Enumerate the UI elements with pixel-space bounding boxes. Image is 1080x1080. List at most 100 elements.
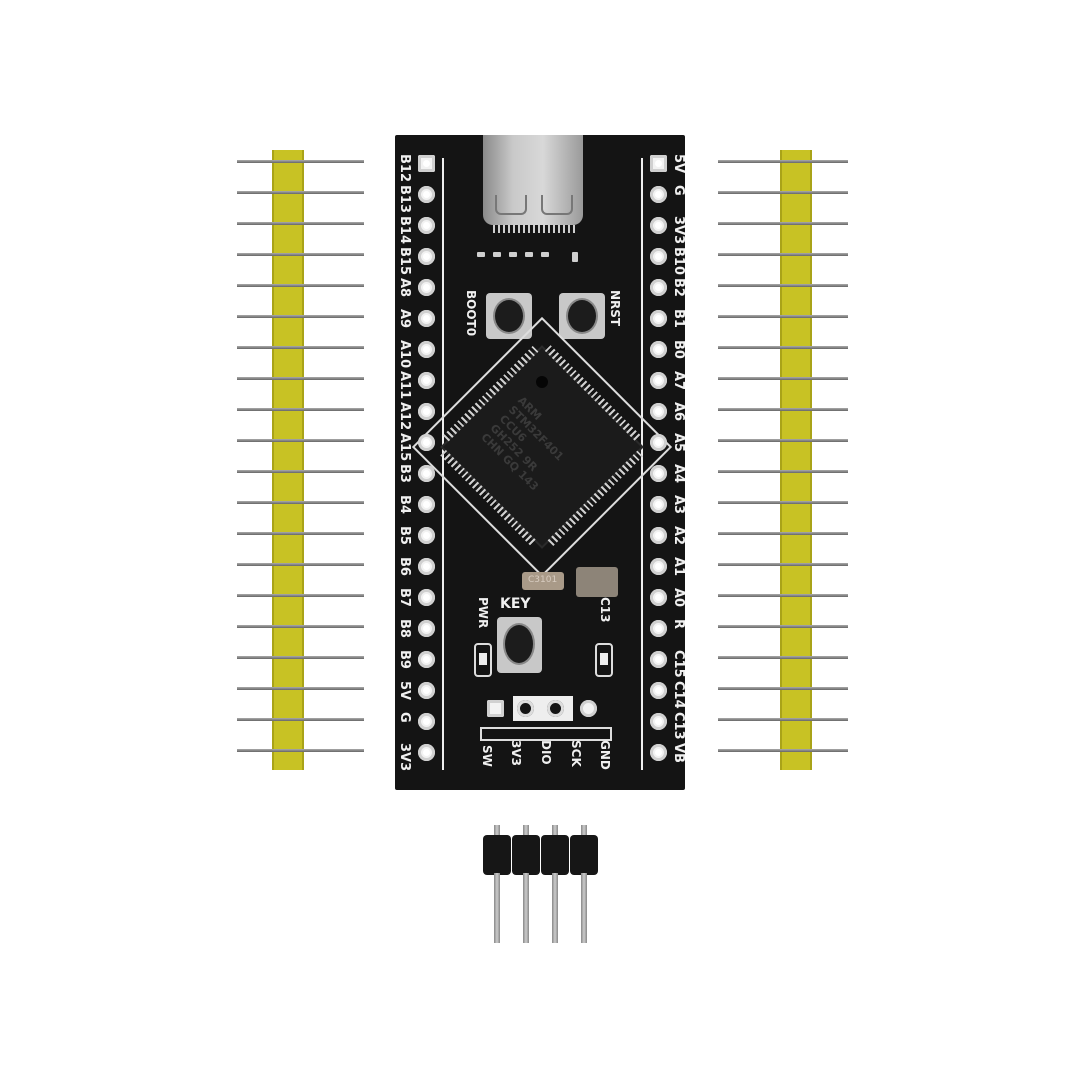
header-pin (718, 470, 848, 473)
left-pin-pad (418, 248, 435, 265)
right-pin-label: A7 (671, 371, 686, 391)
nrst-button[interactable] (559, 293, 605, 339)
header-pin (718, 408, 848, 411)
header-pin (237, 160, 364, 163)
right-pin-label: 5V (671, 154, 686, 174)
header-pin (237, 470, 364, 473)
crystal-25mhz (576, 567, 618, 597)
header-pin (718, 749, 848, 752)
left-pin-label: B12 (397, 154, 412, 182)
right-pin-label: B2 (671, 278, 686, 297)
left-pin-label: B3 (397, 464, 412, 483)
right-pin-pad (650, 248, 667, 265)
left-pin-pad (418, 527, 435, 544)
swd-pad-2 (517, 700, 534, 717)
left-pin-label: B5 (397, 526, 412, 545)
header-pin (237, 532, 364, 535)
left-pin-label: B4 (397, 495, 412, 514)
crystal-32khz: C3101 (522, 572, 564, 590)
right-pin-label: A0 (671, 588, 686, 608)
left-pin-pad (418, 682, 435, 699)
left-pin-label: B9 (397, 650, 412, 669)
left-pin-label: A8 (397, 278, 412, 298)
right-pin-label: A6 (671, 402, 686, 422)
right-pin-pad (650, 434, 667, 451)
header-pin (718, 687, 848, 690)
left-pin-header (272, 150, 304, 770)
left-pin-label: B14 (397, 216, 412, 244)
header-pin (237, 656, 364, 659)
right-pin-pad (650, 279, 667, 296)
right-pin-label: VB (671, 743, 686, 763)
swd-pad-3 (547, 700, 564, 717)
left-pin-pad (418, 310, 435, 327)
left-pin-pad (418, 713, 435, 730)
header-pin (718, 501, 848, 504)
smd-component (572, 252, 578, 262)
header-pin (718, 191, 848, 194)
pwr-led (474, 643, 492, 677)
left-pin-pad (418, 434, 435, 451)
right-pin-label: B10 (671, 247, 686, 275)
right-pin-pad (650, 186, 667, 203)
header-pin (718, 625, 848, 628)
swd-label-sck: SCK (569, 740, 583, 767)
header-pin (237, 408, 364, 411)
smd-component (493, 252, 501, 257)
header-pin (237, 718, 364, 721)
header-pin (237, 222, 364, 225)
header-pin (718, 346, 848, 349)
right-pin-pad (650, 372, 667, 389)
left-pin-pad (418, 372, 435, 389)
right-pin-pad (650, 682, 667, 699)
smd-component (477, 252, 485, 257)
left-silk-line (442, 158, 444, 770)
smd-component (509, 252, 517, 257)
left-pin-label: G (397, 712, 412, 723)
key-button[interactable] (497, 617, 542, 673)
header-pin (237, 594, 364, 597)
header-pin (237, 439, 364, 442)
left-pin-label: A9 (397, 309, 412, 329)
boot0-button[interactable] (486, 293, 532, 339)
c13-led (595, 643, 613, 677)
right-pin-pad (650, 403, 667, 420)
right-pin-label: A5 (671, 433, 686, 453)
right-pin-label: C15 (671, 650, 686, 678)
left-pin-label: B15 (397, 247, 412, 275)
right-pin-label: B0 (671, 340, 686, 359)
usb-c-connector (483, 135, 583, 225)
header-pin (718, 315, 848, 318)
left-pin-pad (418, 155, 435, 172)
right-pin-label: A3 (671, 495, 686, 515)
right-pin-label: R (671, 619, 686, 630)
left-pin-pad (418, 217, 435, 234)
key-label: KEY (500, 596, 531, 612)
header-pin (237, 284, 364, 287)
header-pin (237, 687, 364, 690)
left-pin-pad (418, 403, 435, 420)
left-pin-label: B13 (397, 185, 412, 213)
header-pin (718, 532, 848, 535)
right-pin-header (780, 150, 812, 770)
chip-marking: ARM STM32F401 CCU6 GH252 9R CHN GQ 143 (478, 393, 567, 494)
swd-label-sw: SW (480, 745, 494, 767)
header-pin (718, 439, 848, 442)
header-pin (718, 377, 848, 380)
right-pin-label: C13 (671, 712, 686, 740)
boot0-label: BOOT0 (464, 290, 478, 337)
pwr-led-label: PWR (476, 597, 490, 629)
header-pin (718, 656, 848, 659)
right-silk-line (641, 158, 643, 770)
header-pin (237, 315, 364, 318)
nrst-label: NRST (608, 290, 622, 327)
swd-silk-bar (480, 727, 612, 741)
header-pin (237, 253, 364, 256)
right-pin-label: A1 (671, 557, 686, 577)
left-pin-label: A12 (397, 402, 412, 431)
right-pin-pad (650, 341, 667, 358)
four-pin-male-header (483, 825, 603, 943)
swd-label-gnd: GND (598, 740, 612, 770)
left-pin-pad (418, 186, 435, 203)
right-pin-label: A4 (671, 464, 686, 484)
